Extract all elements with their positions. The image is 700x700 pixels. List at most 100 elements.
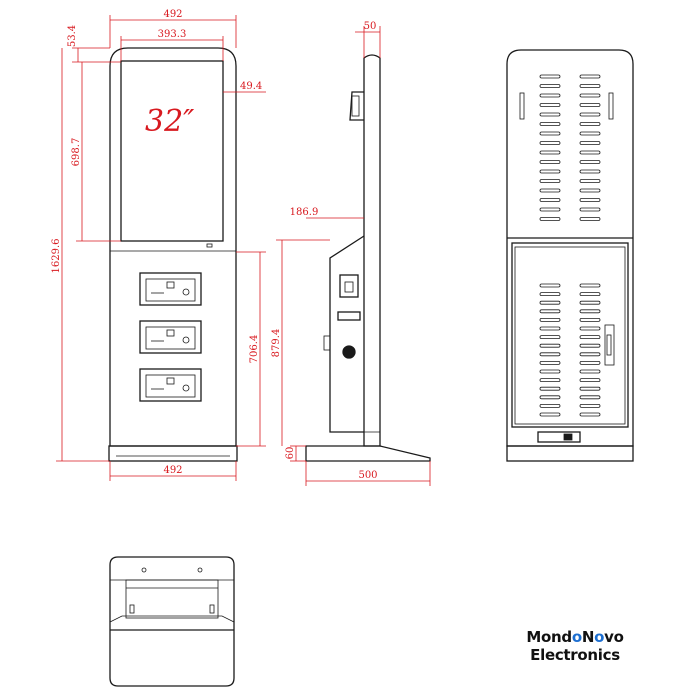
dim-side-margin: 49.4 — [240, 81, 262, 92]
vent-slot — [579, 352, 601, 357]
vent-slot — [579, 326, 601, 331]
vent-slot — [539, 217, 561, 221]
dim-screen-width: 393.3 — [158, 29, 187, 40]
vent-slot — [579, 369, 601, 374]
side-lock — [342, 345, 356, 359]
vent-slot — [579, 403, 601, 408]
vent-slot — [579, 207, 601, 212]
vent-slot — [579, 283, 601, 288]
vent-slot — [539, 131, 561, 136]
vent-slot — [579, 360, 601, 365]
vent-slot — [539, 169, 561, 174]
vent-slot — [579, 122, 601, 126]
vent-slot — [579, 74, 601, 79]
vent-slot — [579, 309, 601, 314]
vent-slot — [539, 317, 561, 322]
back-base — [506, 445, 634, 462]
vent-slot — [539, 141, 561, 145]
vent-slot — [579, 378, 601, 383]
vent-slot — [539, 395, 561, 400]
vent-slot — [539, 309, 561, 314]
dim-total-height: 1629.6 — [51, 239, 62, 274]
vent-slot — [579, 343, 601, 348]
vent-slot — [579, 179, 601, 183]
brand-line-2: Electronics — [530, 646, 620, 664]
top-view — [109, 556, 235, 687]
vent-slot — [579, 335, 601, 340]
vent-slot — [579, 169, 601, 174]
vent-slot — [579, 395, 601, 400]
vent-slot — [539, 403, 561, 408]
screen-size-label: 32″ — [145, 104, 195, 139]
vent-slot — [539, 122, 561, 126]
brand-logo: MondoNovo Electronics — [500, 628, 650, 664]
vent-slot — [579, 103, 601, 107]
vent-slot — [579, 150, 601, 155]
vent-slot — [539, 160, 561, 164]
vent-slot — [579, 141, 601, 145]
back-vents-lower — [539, 283, 601, 417]
vent-slot — [539, 292, 561, 297]
back-lock — [604, 324, 615, 366]
vent-slot — [579, 317, 601, 322]
dim-lower-height: 706.4 — [249, 335, 260, 364]
front-body-outline — [109, 47, 237, 447]
vent-slot — [539, 412, 561, 417]
vent-slot — [579, 300, 601, 305]
vent-slot — [539, 300, 561, 305]
back-body-outline — [506, 49, 634, 447]
front-sensor — [206, 243, 213, 248]
vent-slot — [539, 93, 561, 98]
back-view — [506, 49, 634, 462]
vent-slot — [539, 198, 561, 202]
vent-slot — [539, 103, 561, 107]
vent-slot — [539, 343, 561, 348]
back-power-panel — [537, 431, 581, 443]
vent-slot — [539, 326, 561, 331]
back-handle-left — [519, 92, 525, 120]
vent-slot — [539, 74, 561, 79]
dim-side-top-width: 50 — [364, 21, 377, 32]
side-socket — [339, 274, 359, 298]
dim-top-margin: 53.4 — [67, 25, 78, 47]
dim-base-height: 60 — [285, 447, 296, 460]
vent-slot — [579, 188, 601, 193]
vent-slot — [579, 412, 601, 417]
vent-slot — [579, 198, 601, 202]
vent-slot — [579, 160, 601, 164]
brand-line-1: MondoNovo — [526, 628, 624, 646]
vent-slot — [539, 369, 561, 374]
side-view: 50 186.9 879.4 60 500 — [271, 21, 431, 486]
vent-slot — [539, 352, 561, 357]
vent-slot — [579, 386, 601, 391]
vent-slot — [539, 84, 561, 88]
vent-slot — [539, 335, 561, 340]
vent-slot — [579, 217, 601, 221]
side-handle — [349, 91, 364, 121]
side-panel — [363, 54, 381, 447]
side-lower-body — [329, 235, 365, 433]
dim-top-width: 492 — [163, 9, 182, 20]
dim-screen-height: 698.7 — [71, 138, 82, 167]
vent-slot — [579, 131, 601, 136]
vent-slot — [539, 360, 561, 365]
vent-slot — [539, 150, 561, 155]
back-door — [511, 242, 629, 428]
dim-side-lower-height: 879.4 — [271, 329, 282, 358]
vent-slot — [539, 179, 561, 183]
side-base — [305, 445, 431, 462]
vent-slot — [539, 283, 561, 288]
vent-slot — [539, 188, 561, 193]
back-vents-upper — [539, 74, 601, 221]
dim-side-offset: 186.9 — [290, 207, 319, 218]
vent-slot — [539, 207, 561, 212]
vent-slot — [579, 93, 601, 98]
front-base — [108, 445, 238, 462]
front-view: 492 393.3 53.4 49.4 698.7 1629.6 706.4 4… — [51, 9, 266, 481]
side-slot — [337, 311, 361, 321]
vent-slot — [539, 378, 561, 383]
dim-bottom-width: 492 — [163, 465, 182, 476]
top-outline — [109, 556, 235, 687]
vent-slot — [539, 112, 561, 117]
